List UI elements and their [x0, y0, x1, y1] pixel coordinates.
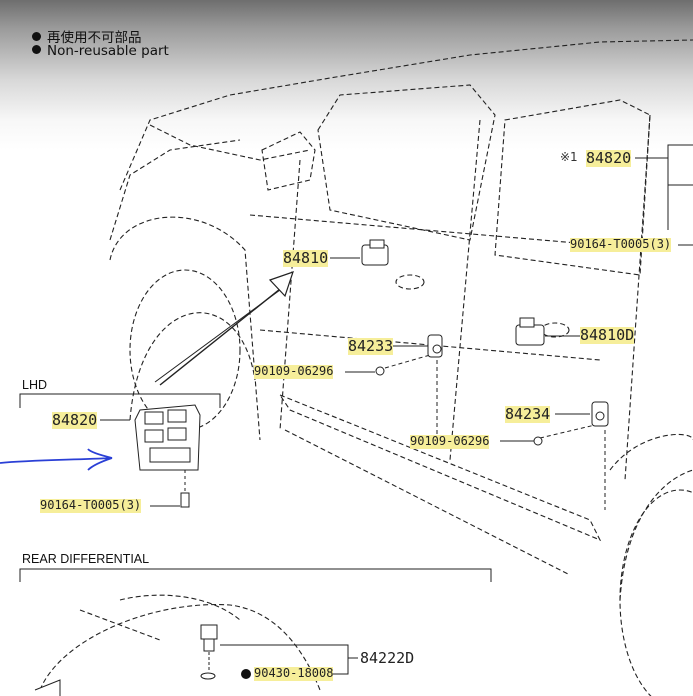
section-label-lhd: LHD	[22, 378, 48, 392]
bullet-dot-icon	[32, 45, 41, 54]
part-number-90430[interactable]: 90430-18008	[254, 666, 334, 681]
bullet-dot-icon	[32, 32, 41, 41]
part-number-84234[interactable]: 84234	[505, 405, 551, 424]
part-number-90109-b[interactable]: 90109-06296	[410, 434, 490, 449]
note-mark: ※1	[560, 150, 578, 164]
non-reusable-dot-icon	[241, 669, 251, 679]
section-label-rear-differential: REAR DIFFERENTIAL	[22, 552, 150, 566]
part-number-90164-top[interactable]: 90164-T0005(3)	[570, 237, 672, 252]
part-number-90109-a[interactable]: 90109-06296	[254, 364, 334, 379]
legend-non-reusable-jp: 再使用不可部品	[32, 26, 142, 46]
part-number-90164-lhd[interactable]: 90164-T0005(3)	[40, 498, 142, 513]
part-number-84810[interactable]: 84810	[283, 249, 329, 268]
part-number-84820-top[interactable]: 84820	[586, 149, 632, 168]
part-number-84810D[interactable]: 84810D	[580, 326, 635, 345]
part-number-84820-lhd[interactable]: 84820	[52, 411, 98, 430]
legend-non-reusable-en: Non-reusable part	[32, 43, 169, 59]
part-number-84222D[interactable]: 84222D	[360, 649, 415, 667]
part-number-84233[interactable]: 84233	[348, 337, 394, 356]
annotation-arrow	[0, 448, 113, 471]
